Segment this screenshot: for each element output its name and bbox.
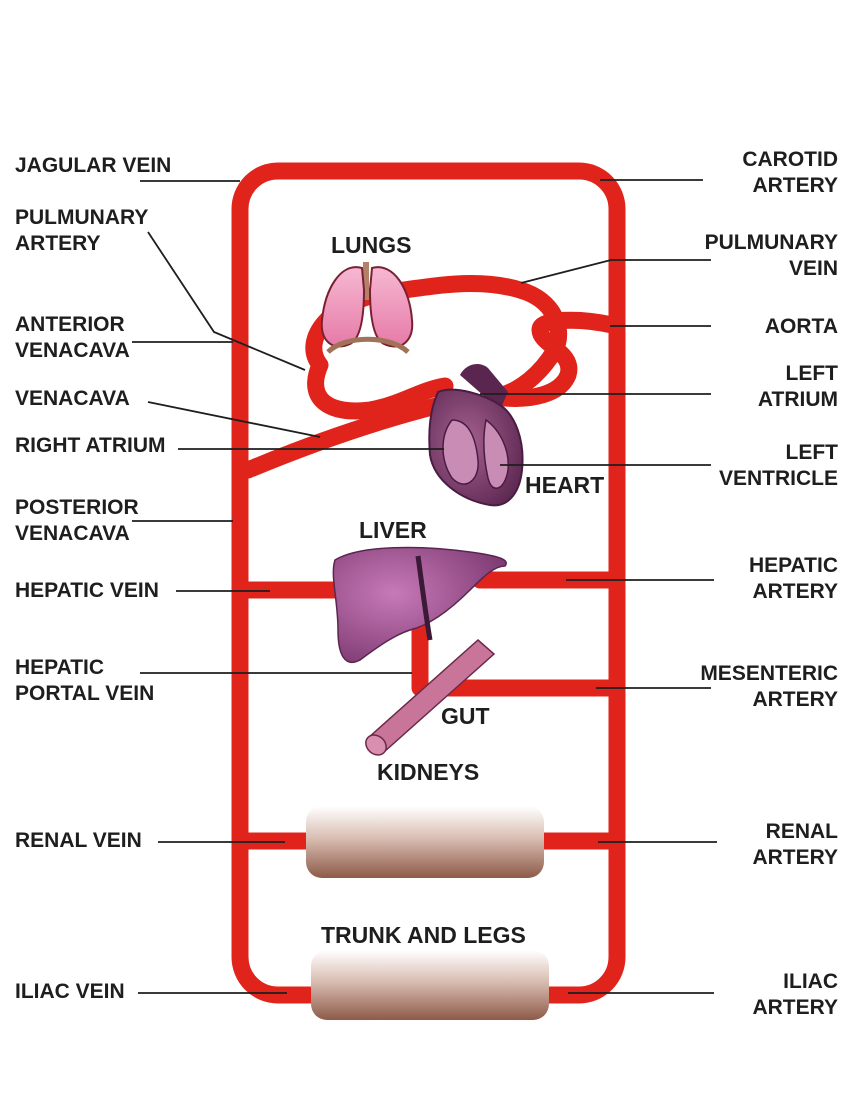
venacava-vessel (239, 396, 449, 479)
organ-label-gut: GUT (441, 703, 490, 729)
label-jugular-vein: JAGULAR VEIN (15, 154, 172, 177)
lungs-icon (320, 262, 414, 354)
label-iliac-artery-line1: ILIAC (783, 970, 838, 993)
liver-icon (332, 546, 507, 663)
label-posterior-venacava-line2: VENACAVA (15, 522, 130, 545)
label-renal-artery-line2: ARTERY (752, 846, 838, 869)
label-pulmonary-artery-line1: PULMUNARY (15, 206, 149, 229)
kidneys-block (306, 806, 544, 878)
label-hepatic-portal-vein-line2: PORTAL VEIN (15, 682, 155, 705)
label-left-ventricle-line2: VENTRICLE (718, 467, 838, 490)
label-hepatic-vein: HEPATIC VEIN (15, 579, 159, 602)
label-carotid-artery-line2: ARTERY (752, 174, 838, 197)
organ-label-liver: LIVER (359, 517, 427, 543)
gut-icon (365, 638, 496, 756)
label-pulmonary-vein-line1: PULMUNARY (704, 231, 838, 254)
label-right-atrium: RIGHT ATRIUM (15, 434, 166, 457)
label-iliac-artery-line2: ARTERY (752, 996, 838, 1019)
label-hepatic-artery-line2: ARTERY (752, 580, 838, 603)
label-mesenteric-artery-line1: MESENTERIC (700, 662, 838, 685)
organ-label-heart: HEART (525, 472, 605, 498)
label-carotid-artery-line1: CAROTID (742, 148, 838, 171)
label-left-atrium-line1: LEFT (785, 362, 839, 385)
label-mesenteric-artery-line2: ARTERY (752, 688, 838, 711)
organ-label-lungs: LUNGS (331, 232, 412, 258)
heart-icon (428, 364, 524, 507)
label-venacava: VENACAVA (15, 387, 130, 410)
label-left-ventricle-line1: LEFT (785, 441, 839, 464)
organ-label-kidneys: KIDNEYS (377, 759, 480, 785)
label-pulmonary-vein-line2: VEIN (788, 257, 838, 280)
label-hepatic-portal-vein-line1: HEPATIC (15, 656, 105, 679)
label-pulmonary-artery-line2: ARTERY (15, 232, 101, 255)
trunk-legs-block (311, 950, 549, 1020)
label-posterior-venacava-line1: POSTERIOR (15, 496, 139, 519)
organ-label-trunk-and-legs: TRUNK AND LEGS (321, 922, 526, 948)
label-aorta: AORTA (764, 315, 838, 338)
label-left-atrium-line2: ATRIUM (757, 388, 838, 411)
label-renal-artery-line1: RENAL (765, 820, 838, 843)
label-anterior-venacava-line1: ANTERIOR (15, 313, 125, 336)
label-iliac-vein: ILIAC VEIN (15, 980, 125, 1003)
label-anterior-venacava-line2: VENACAVA (15, 339, 130, 362)
leader-lines (132, 179, 717, 994)
label-hepatic-artery-line1: HEPATIC (748, 554, 838, 577)
label-renal-vein: RENAL VEIN (15, 829, 142, 852)
